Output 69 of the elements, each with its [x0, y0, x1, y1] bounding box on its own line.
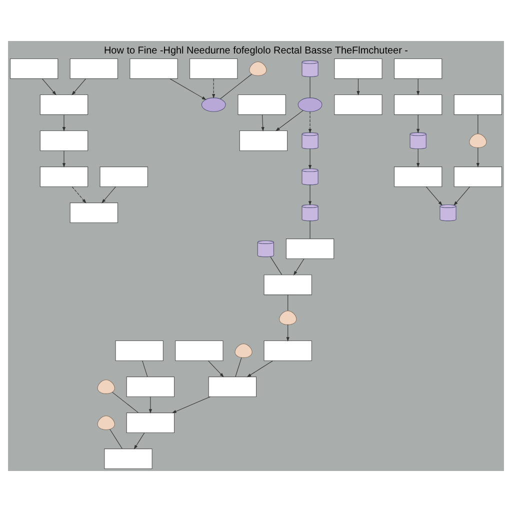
- node-picture: [234, 344, 252, 358]
- connector: [235, 357, 242, 378]
- node-box: [394, 166, 442, 188]
- node-box: [334, 94, 382, 115]
- arrow: [134, 432, 145, 450]
- arrow: [356, 78, 360, 96]
- arrow: [102, 186, 116, 204]
- node-box: [104, 448, 152, 470]
- arrow: [293, 258, 304, 276]
- node-box: [130, 58, 178, 79]
- arrow: [72, 78, 86, 96]
- connector: [110, 429, 122, 449]
- node-box: [70, 58, 118, 79]
- node-picture: [97, 380, 115, 394]
- diagram-title: How to Fine -Hghl Needurne fofeglolo Rectal Basse TheFlmchuteer -: [104, 45, 408, 56]
- node-box: [40, 130, 88, 151]
- node-box: [286, 238, 334, 260]
- node-picture: [249, 62, 267, 76]
- arrow: [170, 78, 206, 100]
- node-box: [40, 166, 88, 188]
- node-box: [239, 130, 288, 151]
- arrow: [416, 114, 420, 134]
- arrow: [208, 360, 224, 378]
- arrow: [172, 396, 211, 414]
- node-box: [264, 274, 312, 296]
- arrow: [276, 110, 304, 132]
- node-box: [115, 340, 164, 361]
- arrow: [62, 114, 66, 132]
- node-box: [70, 202, 118, 224]
- arrow: [308, 184, 312, 206]
- node-box: [208, 376, 257, 398]
- arrow: [246, 360, 274, 378]
- node-box: [10, 58, 58, 79]
- arrow: [416, 78, 420, 96]
- node-box: [126, 412, 175, 434]
- node-picture: [279, 310, 297, 325]
- node-circle: [201, 98, 226, 112]
- node-box: [334, 58, 382, 79]
- arrow: [148, 396, 152, 414]
- node-box: [394, 94, 442, 115]
- arrow: [42, 78, 56, 96]
- arrow: [454, 186, 470, 206]
- node-box: [454, 166, 502, 188]
- connector: [112, 392, 139, 413]
- arrow: [476, 147, 480, 168]
- connector: [142, 360, 148, 377]
- arrow: [308, 111, 312, 134]
- node-box: [175, 340, 224, 361]
- arrow: [212, 78, 216, 98]
- arrow: [286, 324, 290, 342]
- node-box: [190, 58, 238, 79]
- node-box: [40, 94, 88, 115]
- node-box: [394, 58, 442, 79]
- arrow: [62, 150, 66, 168]
- node-picture: [469, 134, 487, 148]
- node-box: [454, 94, 502, 115]
- arrow: [416, 148, 420, 168]
- node-box: [126, 376, 175, 398]
- arrow: [72, 186, 86, 204]
- node-picture: [97, 416, 115, 430]
- connector: [270, 256, 282, 275]
- arrow: [261, 114, 264, 132]
- node-box: [100, 166, 148, 188]
- arrow: [308, 148, 312, 170]
- node-box: [264, 340, 312, 361]
- arrow: [426, 186, 442, 206]
- connector: [220, 74, 252, 100]
- node-circle: [298, 98, 322, 112]
- node-box: [238, 94, 286, 115]
